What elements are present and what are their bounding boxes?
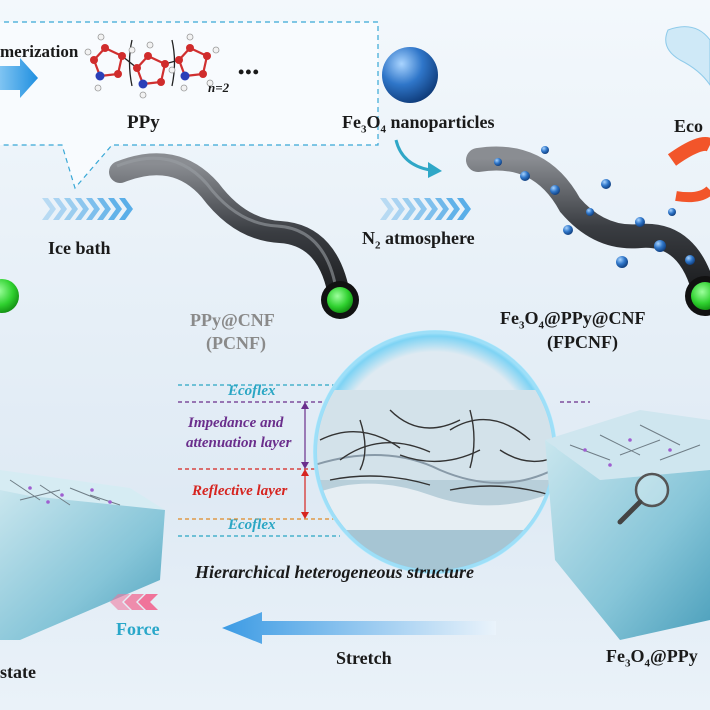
pcnf-fiber: [109, 153, 359, 319]
fpcnf-fiber: [466, 146, 710, 316]
stretch-label: Stretch: [336, 648, 392, 668]
chevron-arrow-1: [42, 198, 133, 220]
pcnf-name: PPy@CNF: [190, 310, 275, 330]
fpcnf-abbr: (FPCNF): [547, 332, 618, 352]
force-label: Force: [116, 619, 160, 639]
structure-caption: Hierarchical heterogeneous structure: [195, 562, 475, 582]
ecoflex-top-label: Ecoflex: [228, 383, 276, 399]
stretch-arrow: [222, 612, 496, 644]
pcnf-abbr: (PCNF): [206, 333, 266, 353]
force-chevron-icon: [110, 594, 158, 610]
magnifier-icon: [634, 472, 670, 508]
curve-arrow: [394, 139, 431, 172]
fpcnf-name: Fe3O4@PPy@CNF: [500, 308, 646, 332]
n2-atmosphere-label: N2 atmosphere: [362, 228, 475, 252]
ecoflex-partial: Eco: [674, 116, 703, 136]
layer-arrows: [301, 402, 309, 519]
ice-bath-label: Ice bath: [48, 238, 111, 258]
top-left-arrow: [0, 58, 38, 98]
impedance-label-2: attenuation layer: [186, 435, 292, 451]
ecoflex-bottom-label: Ecoflex: [228, 517, 276, 533]
ppy-molecule: [84, 33, 220, 99]
fe3o4-label: Fe3O4 nanoparticles: [342, 112, 495, 136]
chevron-arrow-2: [380, 198, 471, 220]
left-composite-block: [0, 470, 165, 640]
fiber-end-left: [0, 279, 19, 313]
repeat-label: n=2: [208, 80, 230, 95]
fe3o4-sphere: [382, 47, 438, 103]
reflective-label: Reflective layer: [192, 483, 288, 499]
ellipsis: •••: [238, 62, 260, 82]
polymer-label: PPy: [127, 112, 160, 133]
state-partial-label: state: [0, 662, 36, 682]
right-composite-block: [545, 410, 710, 640]
fe3o4-bottom-label: Fe3O4@PPy: [606, 646, 698, 670]
impedance-label-1: Impedance and: [188, 415, 284, 431]
red-arc: [667, 137, 710, 166]
magnified-view: [313, 330, 557, 574]
step-label-partial: merization: [0, 42, 79, 61]
droplet: [665, 26, 710, 86]
